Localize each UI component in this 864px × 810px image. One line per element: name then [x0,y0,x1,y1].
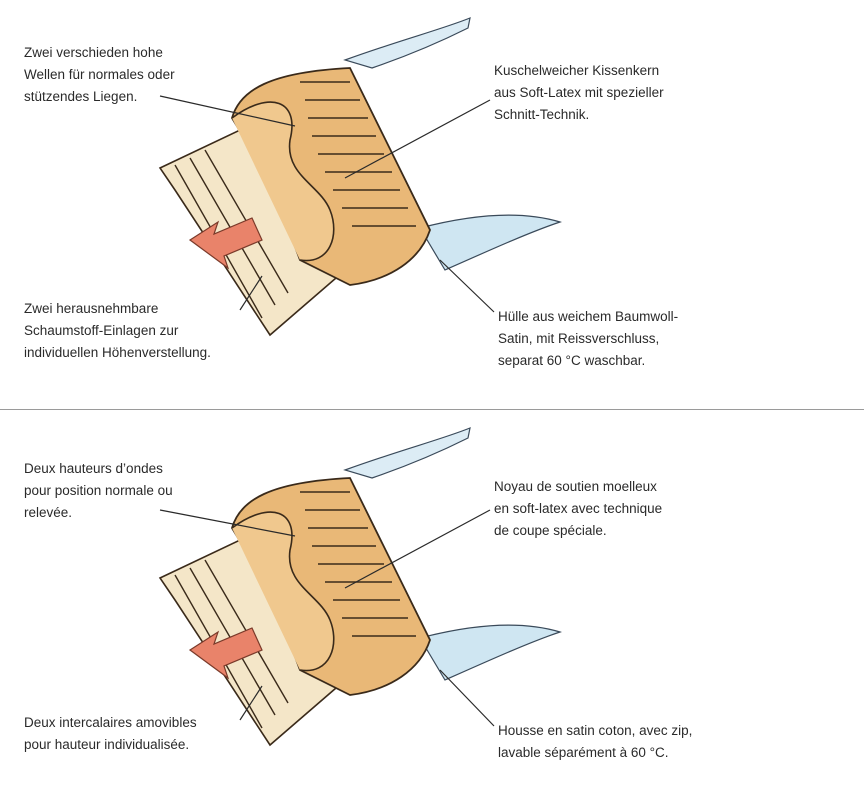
label-waves: Zwei verschieden hohe Wellen für normale… [24,45,175,104]
leader-core [344,99,491,179]
latex-core-wave [231,101,335,262]
label-core: Kuschelweicher Kissenkern aus Soft-Latex… [494,63,664,122]
pillow-illustration [158,17,562,337]
cover-fabric [343,427,471,479]
cover-fabric [343,17,471,69]
pillow-illustration [158,427,562,747]
pull-out-arrow [188,217,263,270]
leader-core [344,509,491,589]
panel-french: Deux hauteurs d’ondes pour position norm… [0,410,864,810]
cover-fabric-lower [419,214,562,271]
label-cover: Housse en satin coton, avec zip, lavable… [498,723,693,760]
section-divider [0,409,864,410]
latex-core-wave [231,511,335,672]
leader-inserts [239,685,263,721]
label-waves: Deux hauteurs d’ondes pour position norm… [24,461,173,520]
leader-waves [159,509,296,537]
core-slits [300,491,416,637]
pull-out-arrow [188,627,263,680]
foam-insert-stack [158,539,382,747]
label-core: Noyau de soutien moelleux en soft-latex … [494,479,663,538]
foam-insert-stack [158,129,382,337]
leader-inserts [239,275,263,311]
leader-cover [439,259,495,313]
cover-fabric-lower [419,624,562,681]
panel-german: Zwei verschieden hohe Wellen für normale… [0,0,864,400]
leader-cover [439,669,495,727]
core-slits [300,81,416,227]
leader-waves [159,95,296,127]
label-inserts: Deux intercalaires amovibles pour hauteu… [24,715,197,752]
label-inserts: Zwei herausnehmbare Schaumstoff-Einlagen… [24,301,211,360]
label-cover: Hülle aus weichem Baumwoll- Satin, mit R… [498,309,679,368]
